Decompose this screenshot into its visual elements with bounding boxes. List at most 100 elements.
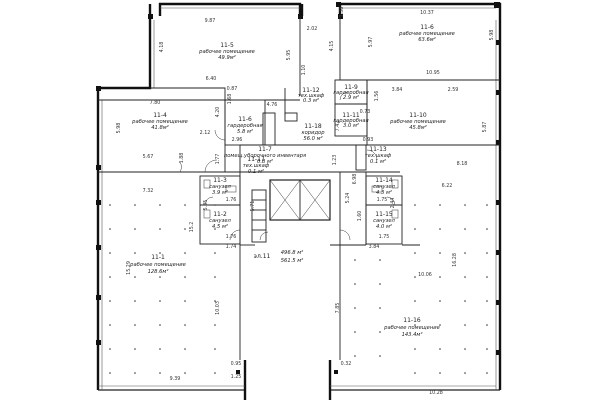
room-11-11-name: гардеробная	[333, 118, 368, 124]
floor-dot	[184, 252, 186, 254]
floor-dot	[159, 228, 161, 230]
floor-dot	[214, 204, 216, 206]
dim-087: 0.87	[227, 86, 238, 92]
room-11-11-area: 3.0 м²	[343, 123, 359, 129]
floor-dot	[109, 372, 111, 374]
floor-dot	[464, 372, 466, 374]
dim-598: 5.98	[489, 30, 495, 41]
floor-dot	[184, 372, 186, 374]
room-11-17-name: тех.шкаф	[243, 163, 270, 169]
floor-dot	[214, 324, 216, 326]
room-11-4-area: 41.8м²	[151, 125, 169, 131]
floor-dot	[214, 372, 216, 374]
floor-dot	[184, 300, 186, 302]
dim-168: 1.68	[227, 94, 233, 105]
dim-698: 6.98	[352, 174, 358, 185]
floor-dot	[439, 324, 441, 326]
floor-area-2: 561.5 м²	[281, 258, 304, 264]
room-11-15-area: 4.0 м²	[376, 224, 392, 230]
floor-dot	[109, 300, 111, 302]
floor-dot	[486, 252, 488, 254]
dim-212: 2.12	[200, 130, 211, 136]
dim-175b: 1.75	[379, 234, 390, 240]
partitions	[98, 16, 500, 360]
room-11-9-area: 2.9 м²	[343, 95, 359, 101]
floor-dot	[134, 300, 136, 302]
floor-dot	[379, 283, 381, 285]
dim-177: 1.77	[215, 154, 221, 165]
floor-dot	[486, 300, 488, 302]
dim-1529: 15.29	[126, 261, 132, 275]
floor-dot	[439, 300, 441, 302]
dim-595: 5.95	[286, 50, 292, 61]
room-11-13-name: тех.шкаф	[365, 153, 392, 159]
room-11-6-area: 63.6м²	[418, 37, 436, 43]
floor-dot	[184, 324, 186, 326]
floor-dot	[109, 252, 111, 254]
dim-259: 2.59	[448, 87, 459, 93]
room-11-16-name: рабочее помещение	[383, 325, 440, 331]
room-11-1-name: рабочее помещение	[129, 262, 186, 268]
floor-dot	[184, 228, 186, 230]
dim-244: 2.44	[390, 198, 396, 209]
room-11-14-id: 11-14	[375, 177, 393, 184]
room-11-1-id: 11-1	[151, 254, 165, 261]
floor-dot	[439, 252, 441, 254]
dim-818: 8.18	[457, 161, 468, 167]
floor-dot	[159, 348, 161, 350]
floor-dot	[354, 283, 356, 285]
floor-dot	[414, 372, 416, 374]
floor-dot	[379, 259, 381, 261]
room-11-2-id: 11-2	[213, 211, 227, 218]
room-11-12-area: 0.3 м²	[303, 98, 319, 104]
floor-dot	[159, 300, 161, 302]
floor-dot	[379, 331, 381, 333]
floor-dot	[214, 300, 216, 302]
dim-415: 4.15	[329, 41, 335, 52]
room-11-9-id: 11-9	[344, 84, 358, 91]
floor-dot	[439, 228, 441, 230]
floor-dot	[464, 276, 466, 278]
dim-571: 5.71	[250, 201, 256, 212]
floor-dot	[184, 348, 186, 350]
room-11-13-area: 0.1 м²	[370, 159, 386, 165]
floor-dot	[159, 276, 161, 278]
floor-dot	[159, 372, 161, 374]
dim-535: 5.35	[203, 200, 209, 211]
floor-dot	[486, 372, 488, 374]
floor-dot	[109, 348, 111, 350]
dim-476: 4.76	[267, 102, 278, 108]
dim-420: 4.20	[215, 107, 221, 118]
room-11-17-id: 11-17	[247, 156, 265, 163]
dim-073: 0.73	[360, 109, 371, 115]
dim-176: 1.76	[226, 197, 237, 203]
floor-dot	[354, 331, 356, 333]
floor-dot	[184, 276, 186, 278]
room-11-6-id: 11-6	[420, 24, 434, 31]
floor-dot	[134, 204, 136, 206]
room-11-2-area: 4.5 м²	[212, 224, 228, 230]
floor-dot	[486, 228, 488, 230]
room-11-17-area: 0.1 м²	[248, 169, 264, 175]
room-11-7-area: 0.8 м²	[257, 159, 273, 165]
floor-dot	[464, 300, 466, 302]
room-11-18-area: 56.0 м²	[303, 136, 322, 142]
floor-dot	[159, 204, 161, 206]
room-11-13-id: 11-13	[369, 146, 387, 153]
dim-384: 3.84	[392, 87, 403, 93]
floor-dot	[159, 252, 161, 254]
outer-walls	[96, 2, 502, 400]
dim-156: 1.56	[374, 91, 380, 102]
dim-524: 5.24	[345, 193, 351, 204]
room-labels: 11-5 рабочее помещение 49.9м² 11-6 рабоч…	[129, 24, 455, 338]
room-11-10-id: 11-10	[409, 112, 427, 119]
floor-dot	[486, 276, 488, 278]
floor-dot	[414, 204, 416, 206]
room-11-15-id: 11-15	[375, 211, 393, 218]
floor-dot	[354, 307, 356, 309]
dim-152: 15.2	[189, 222, 195, 233]
room-11-12-name: тех.шкаф	[298, 93, 325, 99]
dim-032: 0.32	[341, 361, 352, 367]
floor-dot	[414, 324, 416, 326]
floor-dot	[354, 355, 356, 357]
